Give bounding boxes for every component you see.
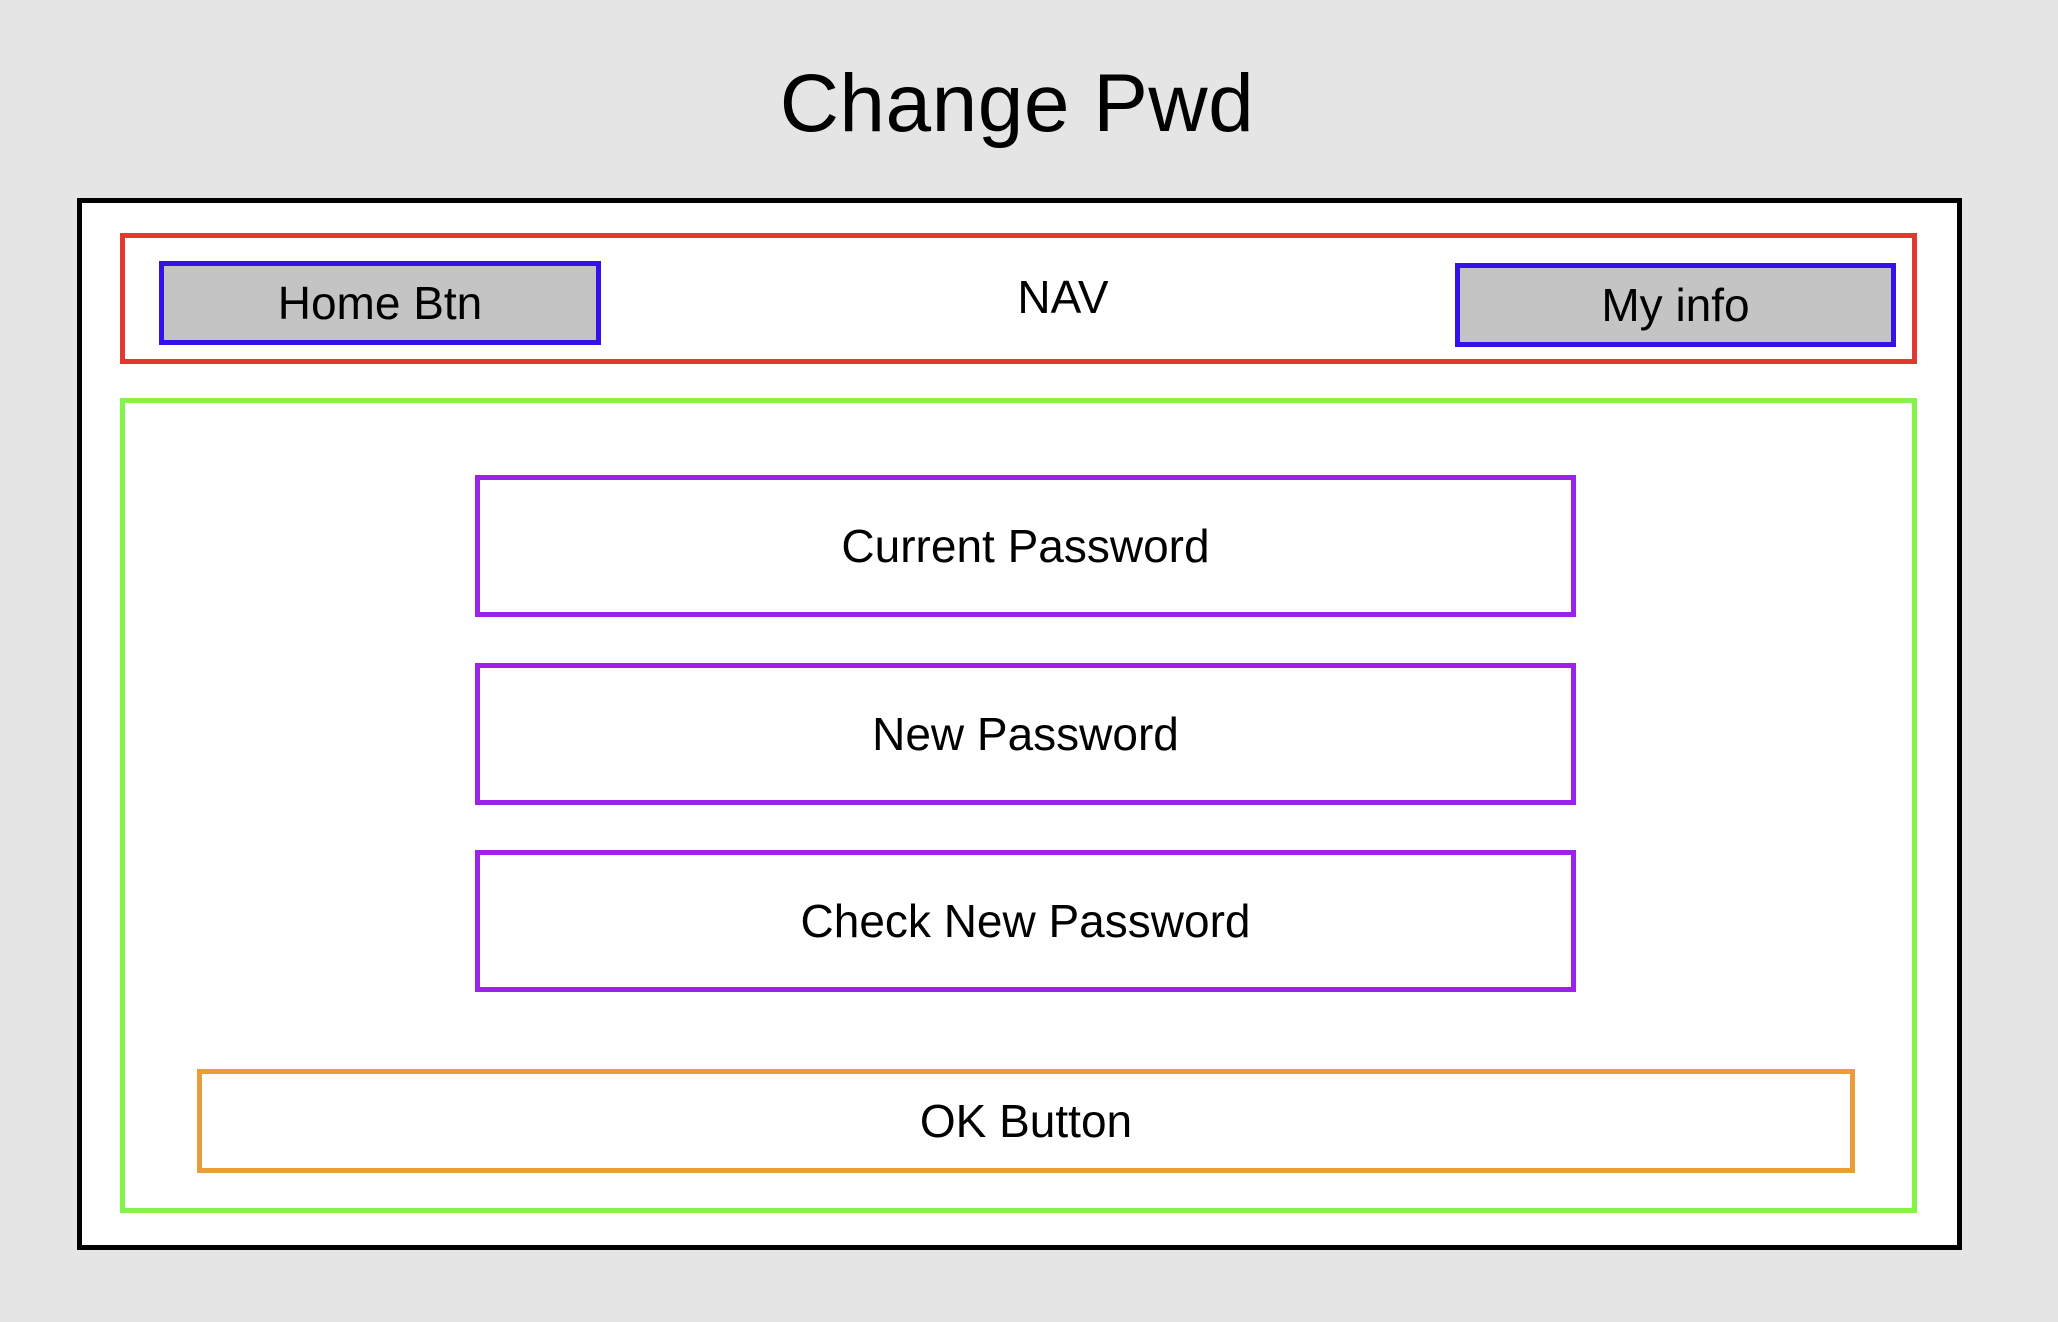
app-frame: Home Btn NAV My info Current Password Ne… bbox=[77, 198, 1962, 1250]
ok-button[interactable]: OK Button bbox=[197, 1069, 1855, 1173]
nav-bar: Home Btn NAV My info bbox=[120, 233, 1917, 364]
current-password-field[interactable]: Current Password bbox=[475, 475, 1576, 617]
new-password-field[interactable]: New Password bbox=[475, 663, 1576, 805]
nav-label: NAV bbox=[1017, 271, 1109, 323]
my-info-button[interactable]: My info bbox=[1455, 263, 1896, 347]
page-title: Change Pwd bbox=[779, 58, 1255, 149]
check-new-password-field[interactable]: Check New Password bbox=[475, 850, 1576, 992]
home-button[interactable]: Home Btn bbox=[159, 261, 601, 345]
change-password-form: Current Password New Password Check New … bbox=[120, 398, 1917, 1213]
